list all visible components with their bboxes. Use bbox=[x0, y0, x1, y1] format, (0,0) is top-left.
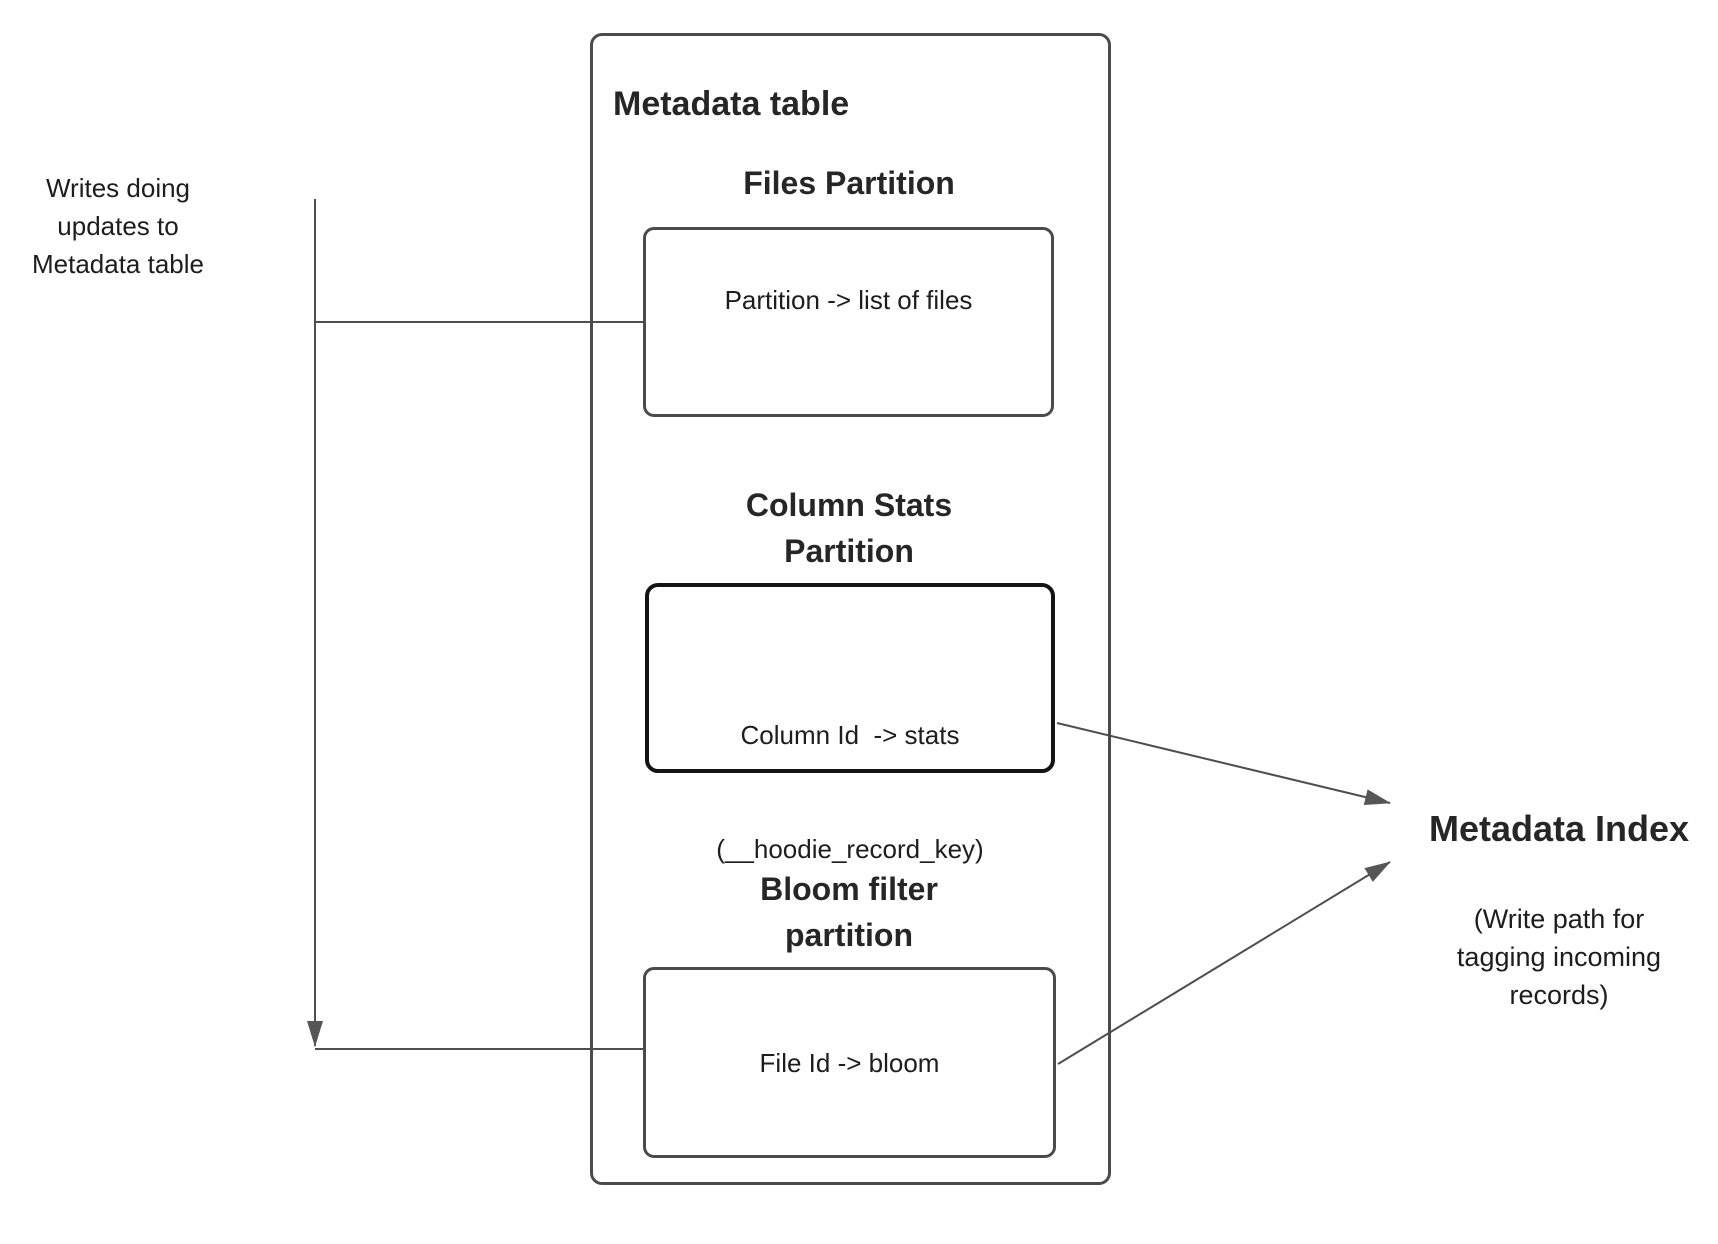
column-stats-body-line: (__hoodie_record_key) bbox=[716, 834, 984, 864]
metadata-index-subtitle-line: tagging incoming bbox=[1456, 942, 1662, 972]
metadata-index-subtitle-line: records) bbox=[1509, 980, 1609, 1010]
column-stats-body-line: Column Id -> stats bbox=[740, 720, 960, 750]
bloom-heading-line: Bloom filter bbox=[760, 871, 938, 907]
writes-annotation-line: updates to bbox=[57, 211, 179, 241]
bloom-heading-line: partition bbox=[785, 917, 913, 953]
writes-annotation-line: Writes doing bbox=[45, 173, 191, 203]
writes-annotation-line: Metadata table bbox=[31, 249, 204, 279]
files-partition-box: Partition -> list of files bbox=[643, 227, 1054, 417]
column-stats-partition-box: Column Id -> stats (__hoodie_record_key) bbox=[645, 583, 1055, 864]
bloom-partition-body: File Id -> bloom bbox=[759, 1048, 940, 1078]
column-stats-partition-body: Column Id -> stats (__hoodie_record_key) bbox=[649, 640, 1051, 944]
files-partition-heading: Files Partition bbox=[743, 165, 955, 201]
column-stats-heading-line: Partition bbox=[784, 533, 914, 569]
files-partition-body: Partition -> list of files bbox=[724, 285, 973, 315]
column-stats-to-index-arrow bbox=[1056, 722, 1391, 805]
metadata-index-title: Metadata Index bbox=[1428, 808, 1690, 849]
bloom-to-index-arrow bbox=[1057, 861, 1391, 1065]
writes-annotation: Writes doing updates to Metadata table bbox=[18, 169, 218, 283]
metadata-table-title: Metadata table bbox=[613, 85, 850, 123]
column-stats-partition-heading: Column Stats Partition bbox=[643, 482, 1055, 574]
metadata-table-container bbox=[590, 33, 1111, 1185]
bloom-partition-heading: Bloom filter partition bbox=[643, 866, 1055, 958]
column-stats-heading-line: Column Stats bbox=[745, 487, 953, 523]
metadata-index-subtitle-line: (Write path for bbox=[1473, 904, 1645, 934]
metadata-index-subtitle: (Write path for tagging incoming records… bbox=[1400, 900, 1718, 1014]
bloom-partition-box: File Id -> bloom bbox=[643, 967, 1056, 1158]
